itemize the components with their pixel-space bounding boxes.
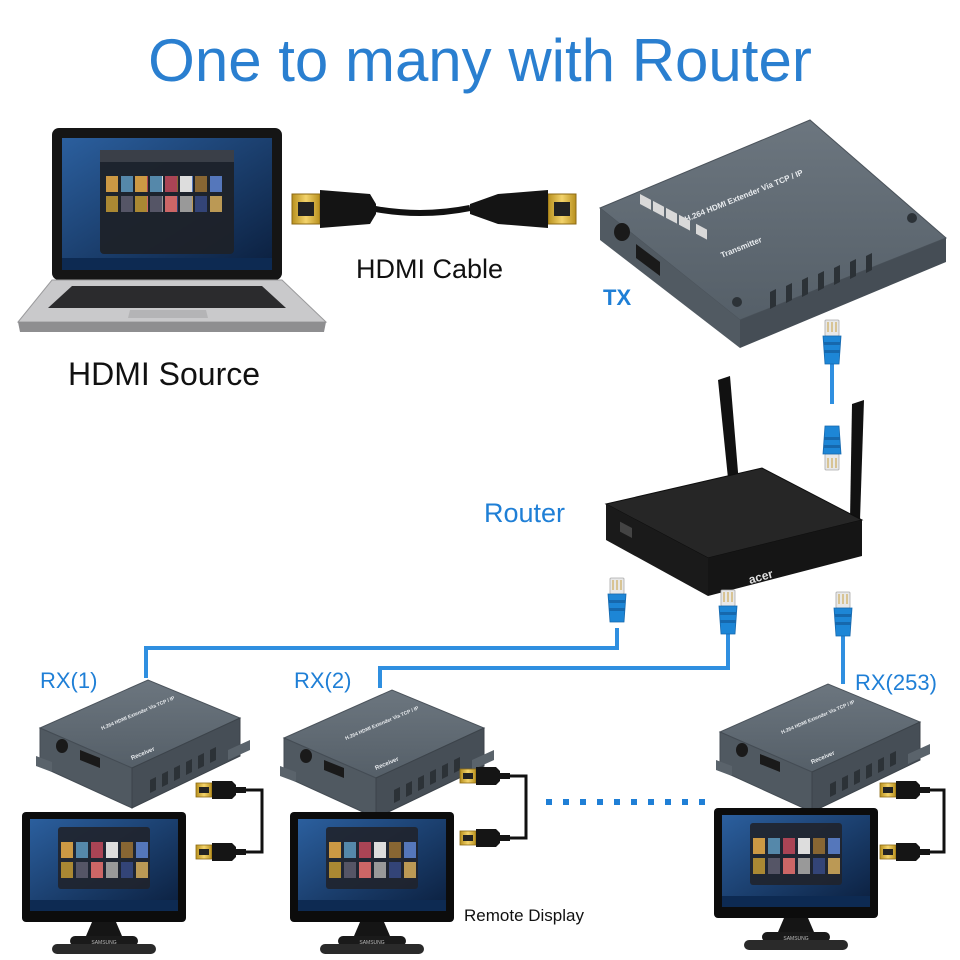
hdmi-cable <box>291 190 577 228</box>
rj45-tx-connector <box>822 319 842 365</box>
rx2-hdmi-plug-bottom <box>459 828 511 848</box>
rx253-hdmi-plug-top <box>879 780 931 800</box>
page-title: One to many with Router <box>148 27 812 94</box>
monitor-253 <box>714 808 878 950</box>
monitor-1 <box>22 812 186 954</box>
network-cables <box>144 362 845 688</box>
rx1-label: RX(1) <box>40 668 98 693</box>
tx-label: TX <box>603 285 632 310</box>
tx-transmitter-box <box>599 119 947 348</box>
rj45-port-2-connector <box>718 589 738 635</box>
rx2-hdmi-plug-top <box>459 766 511 786</box>
monitor-253-brand: SAMSUNG <box>783 936 808 942</box>
monitor-2-brand: SAMSUNG <box>359 940 384 946</box>
rx-hdmi-cables <box>246 774 946 854</box>
rj45-port-1-connector <box>607 577 627 623</box>
rj45-router-uplink-connector <box>822 425 842 471</box>
monitor-2 <box>290 812 454 954</box>
rx1-hdmi-plug-bottom <box>195 842 247 862</box>
rj45-port-3-connector <box>833 591 853 637</box>
rx2-receiver-box <box>279 689 495 819</box>
router-brand-text: acer <box>747 567 775 587</box>
remote-display-label: Remote Display <box>464 906 584 925</box>
router <box>604 194 864 596</box>
hdmi-source-label: HDMI Source <box>68 356 261 392</box>
laptop <box>16 128 328 332</box>
router-label: Router <box>484 498 566 528</box>
rx2-label: RX(2) <box>294 668 352 693</box>
monitor-1-brand: SAMSUNG <box>91 940 116 946</box>
hdmi-cable-label: HDMI Cable <box>356 254 504 284</box>
rx253-label: RX(253) <box>855 670 937 695</box>
rx253-hdmi-plug-bottom <box>879 842 931 862</box>
rx1-hdmi-plug-top <box>195 780 247 800</box>
